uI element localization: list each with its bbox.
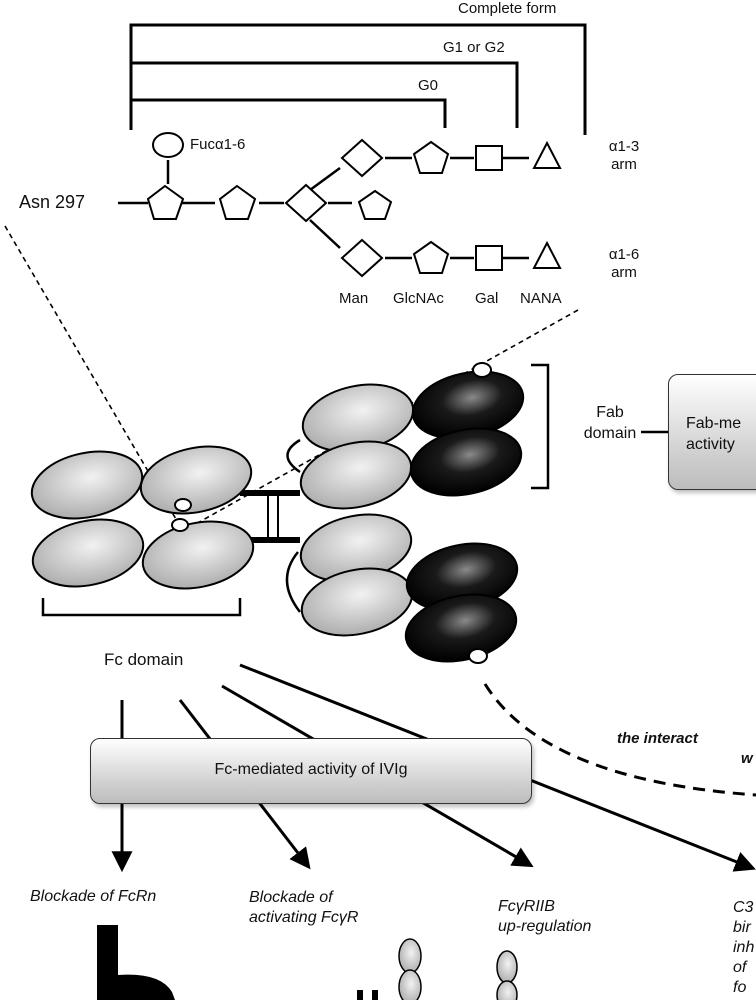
- fab-dark-4: [404, 593, 518, 663]
- fucose-circle: [152, 132, 184, 158]
- fab-bracket: [531, 363, 550, 490]
- glycan-marker-3: [472, 362, 492, 378]
- arm-16-line1: α1-6: [608, 246, 640, 263]
- fab-line1: Fab: [596, 404, 624, 421]
- glcnac-pentagon-upper: [412, 140, 450, 174]
- interaction-line2: w: [741, 750, 753, 767]
- gal-square-upper: [475, 145, 503, 171]
- arm-16-label: α1-6 arm: [598, 246, 650, 282]
- glcnac-pentagon-lower: [412, 240, 450, 274]
- man-diamond-upper: [340, 138, 384, 178]
- mechanism-fcgr-line2: activating FcγR: [249, 909, 359, 926]
- arm-16-line2: arm: [611, 264, 637, 281]
- glycan-marker-2: [171, 518, 189, 532]
- fab-box-line2: activity: [686, 436, 735, 453]
- interaction-dashed-curve: [483, 683, 756, 797]
- mechanism-c3-line1: C3: [733, 899, 754, 916]
- mechanism-fcgr: Blockade of activating FcγR: [249, 888, 358, 928]
- fc-box-text: Fc-mediated activity of IVIg: [214, 761, 408, 778]
- nana-triangle-upper: [532, 140, 562, 169]
- glcnac-pentagon-bisect: [357, 189, 393, 220]
- fc-domain-upper-left: [30, 450, 144, 520]
- hinge: [240, 438, 301, 613]
- receptor-shapes: [97, 925, 518, 1000]
- bracket-complete-label: Complete form: [458, 0, 557, 17]
- fab-light-2: [299, 440, 413, 510]
- bracket-g1g2-label: G1 or G2: [443, 39, 505, 56]
- fab-activity-box: Fab-me activity: [668, 374, 756, 490]
- mechanism-c3-line3: inh: [733, 939, 755, 956]
- fc-bracket: [41, 598, 242, 617]
- fcgr-domain-bottom: [398, 969, 422, 1000]
- fc-activity-box: Fc-mediated activity of IVIg: [90, 738, 532, 804]
- antibody: [30, 362, 525, 664]
- fcgr-stub-1: [357, 990, 363, 1000]
- mechanism-c3-line5: fo: [733, 979, 747, 996]
- fab-box-text: Fab-me activity: [686, 413, 741, 455]
- legend-man: Man: [339, 290, 369, 307]
- fcgr-stub-2: [372, 990, 378, 1000]
- fc-domain-lower-right: [141, 520, 255, 590]
- bracket-g1g2: [129, 61, 519, 130]
- arm-13-line2: arm: [611, 156, 637, 173]
- glycan-brackets: [129, 23, 587, 135]
- glcnac-pentagon-2: [218, 184, 257, 220]
- mechanism-c3: C3 bir inh of fo: [733, 898, 754, 998]
- arm-13-label: α1-3 arm: [598, 138, 650, 174]
- bracket-g0-label: G0: [418, 77, 439, 94]
- fab-dark-2: [409, 427, 523, 497]
- fc-domain-label: Fc domain: [104, 650, 184, 669]
- man-diamond-lower: [340, 238, 384, 278]
- bracket-g0: [129, 98, 447, 130]
- fucose-label: Fucα1-6: [190, 136, 246, 153]
- fc-domain-lower-left: [31, 518, 145, 588]
- mechanism-fcgriib-line2: up-regulation: [498, 918, 592, 935]
- mechanism-fcgr-line1: Blockade of: [249, 889, 333, 906]
- nana-triangle-lower: [532, 240, 562, 269]
- arm-13-line1: α1-3: [608, 138, 640, 155]
- mechanism-fcgriib-line1: FcγRIIB: [498, 898, 555, 915]
- asn-label: Asn 297: [19, 192, 86, 212]
- fab-line2: domain: [583, 425, 637, 442]
- mechanism-c3-line4: of: [733, 959, 747, 976]
- legend-gal: Gal: [475, 290, 499, 307]
- fab-domain-label: Fab domain: [580, 402, 640, 444]
- domain-brackets: [41, 363, 668, 617]
- mechanism-c3-line2: bir: [733, 919, 751, 936]
- mechanism-fcrn: Blockade of FcRn: [30, 888, 157, 905]
- fc-domain-upper-right: [139, 445, 253, 515]
- glycan-sugars: [146, 132, 562, 278]
- fab-box-line1: Fab-me: [686, 415, 742, 432]
- mechanism-fcgriib: FcγRIIB up-regulation: [498, 897, 591, 937]
- interaction-line1: the interact: [617, 730, 698, 747]
- man-diamond-core: [284, 183, 328, 223]
- legend-glcnac: GlcNAc: [393, 290, 444, 307]
- fcgriib-domain-bottom: [496, 980, 518, 1000]
- fcrn-shape: [97, 925, 175, 1000]
- fcgriib-domain-top: [496, 950, 518, 984]
- legend-nana: NANA: [520, 290, 562, 307]
- glycan-bonds: [118, 156, 529, 260]
- gal-square-lower: [475, 245, 503, 271]
- fcgr-domain-top: [398, 938, 422, 974]
- glycan-marker-1: [174, 498, 192, 512]
- glycan-marker-4: [468, 648, 488, 664]
- glcnac-pentagon-1: [146, 184, 185, 220]
